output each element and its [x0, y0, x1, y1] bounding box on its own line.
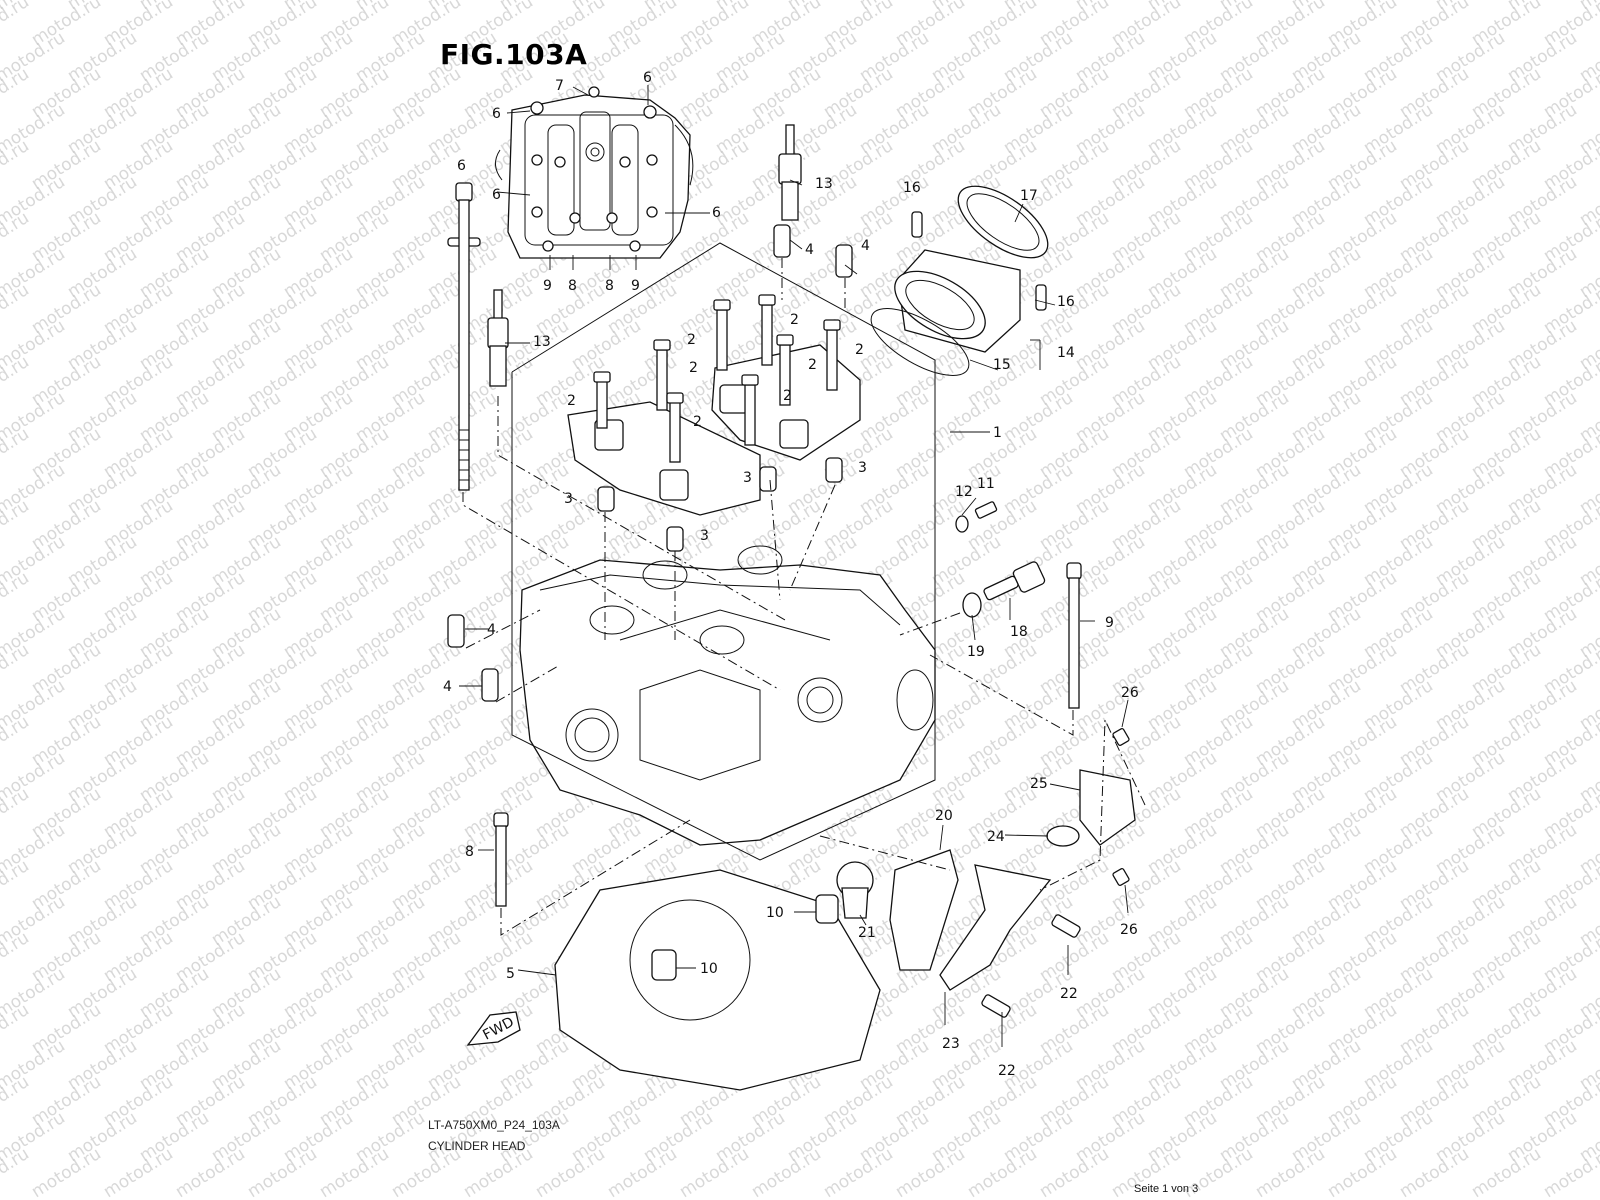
callout-9-right: 9: [1105, 615, 1114, 631]
callout-4-top-b: 4: [861, 238, 870, 254]
callout-2-c: 2: [855, 342, 864, 358]
watermark-text: motod.ru: [0, 0, 33, 50]
forward-arrow-icon: FWD: [466, 1011, 521, 1046]
callout-16-right: 16: [1057, 294, 1075, 310]
callout-24: 24: [987, 829, 1005, 845]
callout-23: 23: [942, 1036, 960, 1052]
callout-26-bottom: 26: [1120, 922, 1138, 938]
callout-19: 19: [967, 644, 985, 660]
figure-title: FIG.103A: [440, 38, 588, 71]
callout-26-top: 26: [1121, 685, 1139, 701]
callout-18: 18: [1010, 624, 1028, 640]
callout-5: 5: [506, 966, 515, 982]
callout-13-left: 13: [533, 334, 551, 350]
callout-21: 21: [858, 925, 876, 941]
callout-9-top-b: 9: [631, 278, 640, 294]
callout-22-right: 22: [1060, 986, 1078, 1002]
callout-17: 17: [1020, 188, 1038, 204]
callout-6-top-left: 6: [492, 106, 501, 122]
callout-10-b: 10: [700, 961, 718, 977]
callout-9-top-a: 9: [543, 278, 552, 294]
head-gasket: [554, 869, 881, 1091]
long-stud-bolt-right: [1066, 562, 1082, 709]
bolt-8-lower: [493, 812, 509, 907]
callout-2-d: 2: [689, 360, 698, 376]
callout-1: 1: [993, 425, 1002, 441]
callout-20: 20: [935, 808, 953, 824]
callout-13-top: 13: [815, 176, 833, 192]
callout-10-a: 10: [766, 905, 784, 921]
figure-code: LT-A750XM0_P24_103A: [428, 1118, 560, 1132]
callout-7: 7: [555, 78, 564, 94]
callout-4-left-b: 4: [443, 679, 452, 695]
callout-2-g: 2: [693, 414, 702, 430]
callout-8-top-b: 8: [605, 278, 614, 294]
callout-4-left-a: 4: [487, 622, 496, 638]
callout-6-top-right: 6: [643, 70, 652, 86]
callout-2-b: 2: [790, 312, 799, 328]
page-indicator: Seite 1 von 3: [1134, 1183, 1199, 1195]
figure-name: CYLINDER HEAD: [428, 1139, 526, 1153]
callout-11: 11: [977, 476, 995, 492]
callout-8-top-a: 8: [568, 278, 577, 294]
callout-12: 12: [955, 484, 973, 500]
callout-6-left: 6: [492, 187, 501, 203]
callout-22-bottom: 22: [998, 1063, 1016, 1079]
cylinder-head-top-view: [495, 86, 694, 259]
callout-6-right: 6: [712, 205, 721, 221]
callout-15: 15: [993, 357, 1011, 373]
callout-16-top: 16: [903, 180, 921, 196]
callout-3-d: 3: [700, 528, 709, 544]
callout-3-a: 3: [858, 460, 867, 476]
callout-2-a: 2: [687, 332, 696, 348]
callout-25: 25: [1030, 776, 1048, 792]
callout-3-c: 3: [564, 491, 573, 507]
watermark-text: motod.ru: [1540, 1144, 1600, 1200]
callout-2-h: 2: [783, 388, 792, 404]
callout-8-left: 8: [465, 844, 474, 860]
callout-6-left-top: 6: [457, 158, 466, 174]
callout-2-f: 2: [567, 393, 576, 409]
callout-4-top-a: 4: [805, 242, 814, 258]
callout-3-b: 3: [743, 470, 752, 486]
callout-14: 14: [1057, 345, 1075, 361]
callout-2-e: 2: [808, 357, 817, 373]
